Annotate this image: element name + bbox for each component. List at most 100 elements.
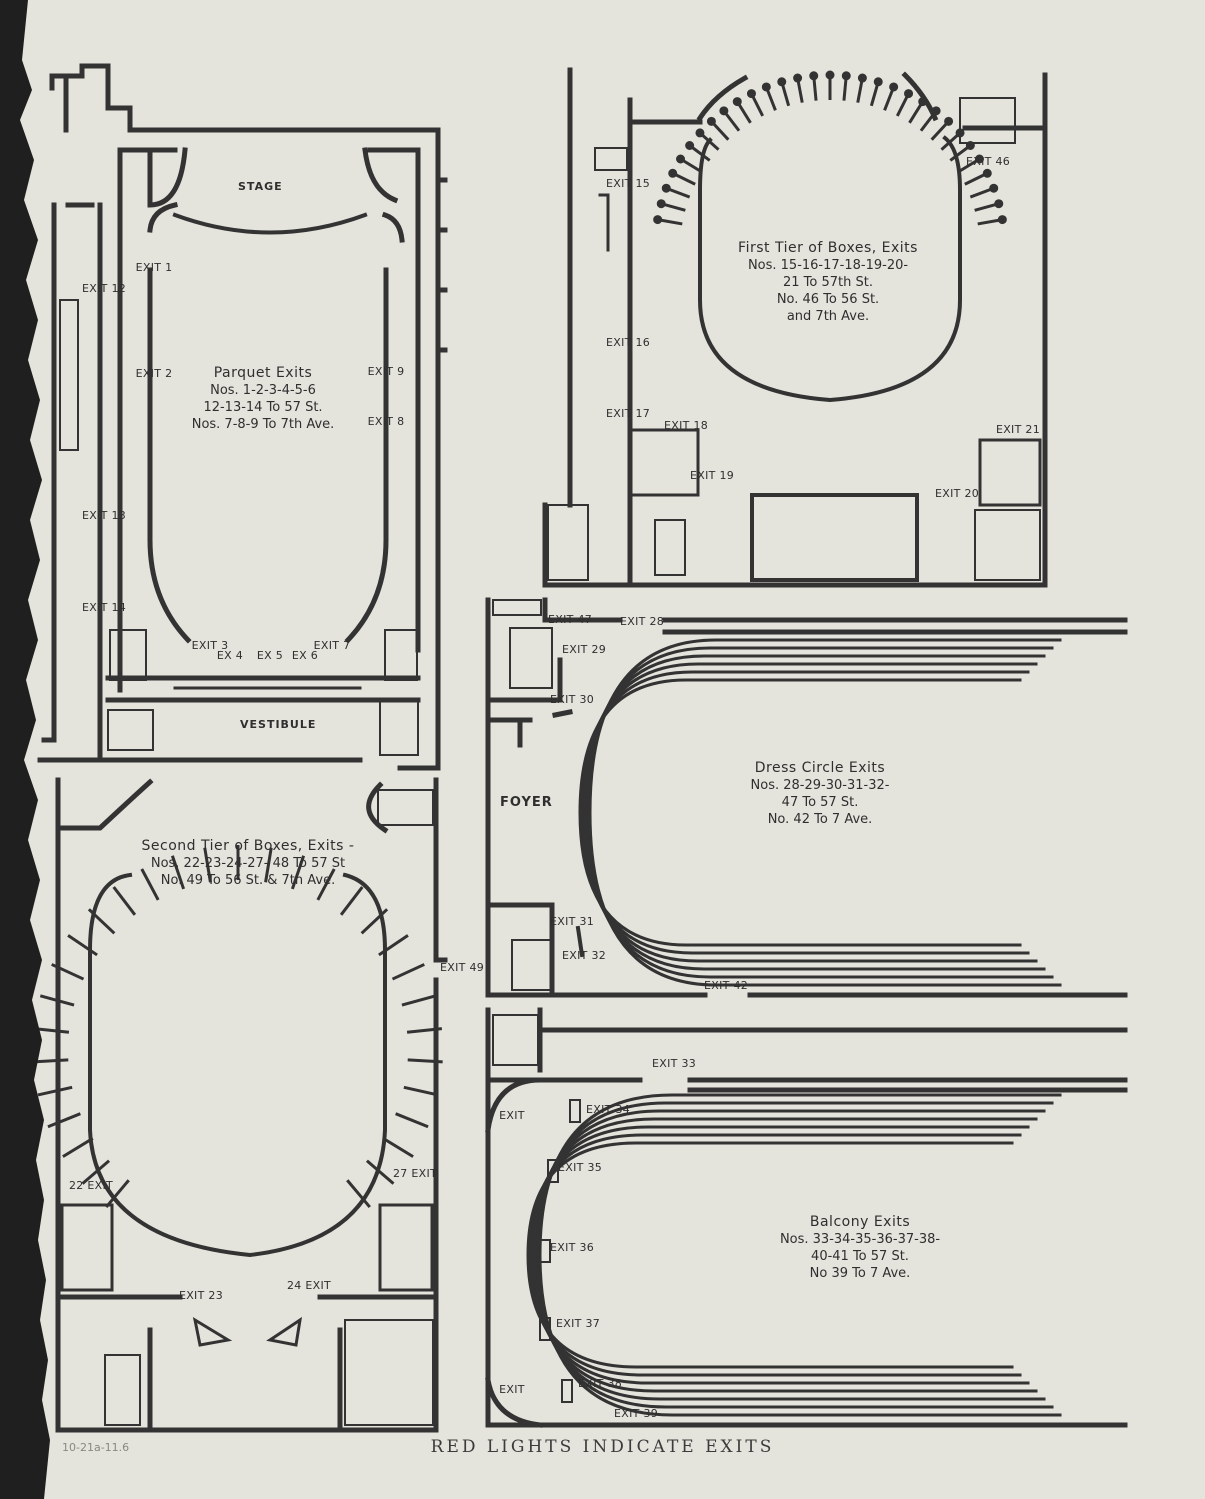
balcony-line-3: No 39 To 7 Ave. — [809, 1266, 911, 1281]
first-tier-line-2: 21 To 57th St. — [783, 275, 873, 290]
exit-38-label: EXIT 38 — [578, 1377, 623, 1390]
exit-2-label: EXIT 2 — [135, 367, 173, 380]
seating-arc — [526, 1141, 1014, 1369]
seating-arc — [586, 646, 1054, 979]
exit-42-label: EXIT 42 — [704, 979, 749, 992]
box-seat-marker — [761, 82, 771, 92]
box-seat-marker — [825, 70, 835, 80]
exit-28-label: EXIT 28 — [620, 615, 665, 628]
first-tier-plan — [542, 67, 1048, 588]
stage-label: STAGE — [238, 180, 283, 193]
second-tier-box-partitions — [33, 845, 443, 1209]
box-partition — [382, 1137, 414, 1158]
exit-24-label: 24 EXIT — [286, 1279, 332, 1292]
parquet-exits-note: Parquet Exits Nos. 1-2-3-4-5-6 12-13-14 … — [178, 365, 348, 433]
dress-circle-exits-note: Dress Circle Exits Nos. 28-29-30-31-32- … — [720, 760, 920, 828]
exit-9-label: EXIT 9 — [367, 365, 405, 378]
box-partition — [51, 963, 85, 981]
seating-arc — [578, 678, 1022, 947]
dress-circle-plan — [485, 597, 1128, 998]
box-seat-marker — [656, 199, 666, 209]
dress-circle-arcs — [578, 638, 1062, 987]
exit-35-label: EXIT 35 — [558, 1161, 603, 1174]
box-partition — [346, 1179, 371, 1209]
exit-15-label: EXIT 15 — [606, 177, 651, 190]
exit-49-label: EXIT 49 — [440, 961, 485, 974]
box-seat-marker — [661, 183, 671, 193]
box-seat-marker — [918, 97, 928, 107]
exit-17-label: EXIT 17 — [606, 407, 651, 420]
box-seat-marker — [857, 73, 867, 83]
box-partition — [62, 1137, 94, 1158]
box-partition — [395, 1112, 429, 1129]
box-seat-marker — [809, 71, 819, 81]
exit-31-label: EXIT 31 — [550, 915, 595, 928]
second-tier-title: Second Tier of Boxes, Exits - — [141, 838, 355, 854]
box-partition — [67, 934, 98, 957]
box-partition — [403, 1085, 439, 1097]
box-seat-marker — [719, 106, 729, 116]
box-seat-marker — [931, 106, 941, 116]
parquet-line-2: 12-13-14 To 57 St. — [203, 400, 323, 415]
box-seat-marker — [965, 140, 975, 150]
exit-18-label: EXIT 18 — [664, 419, 709, 432]
exit-8-label: EXIT 8 — [367, 415, 405, 428]
box-seat-marker — [994, 199, 1004, 209]
exit-14-label: EXIT 14 — [82, 601, 127, 614]
second-tier-line-1: Nos. 22-23-24-27- 48 To 57 St — [150, 856, 346, 871]
parquet-line-1: Nos. 1-2-3-4-5-6 — [210, 383, 316, 398]
second-tier-line-2: No. 49 To 56 St. & 7th Ave. — [160, 873, 336, 888]
exit-30-label: EXIT 30 — [550, 693, 595, 706]
exit-23-label: EXIT 23 — [178, 1289, 224, 1302]
pencil-annotation: 10-21a-11.6 — [62, 1441, 130, 1454]
box-partition — [203, 847, 212, 883]
exit-1-label: EXIT 1 — [135, 261, 173, 274]
balcony-line-2: 40-41 To 57 St. — [811, 1249, 909, 1264]
exit-34-label: EXIT 34 — [586, 1103, 631, 1116]
seating-arc — [582, 662, 1038, 963]
box-partition — [170, 855, 186, 890]
box-seat-marker — [777, 77, 787, 87]
box-partition — [81, 1159, 111, 1185]
seating-arc — [580, 670, 1030, 955]
seating-arc — [584, 654, 1046, 971]
box-seat-marker — [982, 168, 992, 178]
balcony-line-1: Nos. 33-34-35-36-37-38- — [779, 1232, 941, 1247]
exit-6-label: EX 6 — [291, 649, 319, 662]
exit-27-label: 27 EXIT — [392, 1167, 438, 1180]
box-seat-marker — [904, 89, 914, 99]
second-tier-plan — [55, 777, 448, 1433]
box-seat-marker — [676, 154, 686, 164]
first-tier-line-1: Nos. 15-16-17-18-19-20- — [747, 258, 909, 273]
box-partition — [406, 1027, 443, 1034]
exit-20-label: EXIT 20 — [935, 487, 980, 500]
exit-33-label: EXIT 33 — [652, 1057, 697, 1070]
exit-16-label: EXIT 16 — [606, 336, 651, 349]
first-tier-line-3: No. 46 To 56 St. — [776, 292, 880, 307]
box-partition — [112, 886, 137, 916]
exit-4-label: EX 4 — [216, 649, 244, 662]
exit-3-label: EXIT 3 — [191, 639, 229, 652]
seating-arc — [532, 1117, 1038, 1393]
box-partition — [33, 1058, 69, 1064]
box-partition — [391, 963, 425, 981]
exit-19-label: EXIT 19 — [690, 469, 735, 482]
box-seat-marker — [793, 73, 803, 83]
vestibule-label: VESTIBULE — [240, 718, 317, 731]
seating-arc — [534, 1109, 1046, 1401]
dress-circle-line-2: 47 To 57 St. — [781, 795, 859, 810]
foyer-label: FOYER — [500, 795, 553, 810]
exit-32-label: EXIT 32 — [562, 949, 607, 962]
box-seat-marker — [746, 89, 756, 99]
box-seat-marker — [841, 71, 851, 81]
box-seat-marker — [685, 140, 695, 150]
seating-arc — [528, 1133, 1022, 1377]
box-seat-marker — [974, 154, 984, 164]
exit-40-label: EXIT — [499, 1109, 525, 1122]
exit-22-label: 22 EXIT — [68, 1179, 114, 1192]
box-partition — [105, 1179, 130, 1209]
box-partition — [87, 908, 116, 935]
box-partition — [378, 934, 409, 957]
exit-29-label: EXIT 29 — [562, 643, 607, 656]
